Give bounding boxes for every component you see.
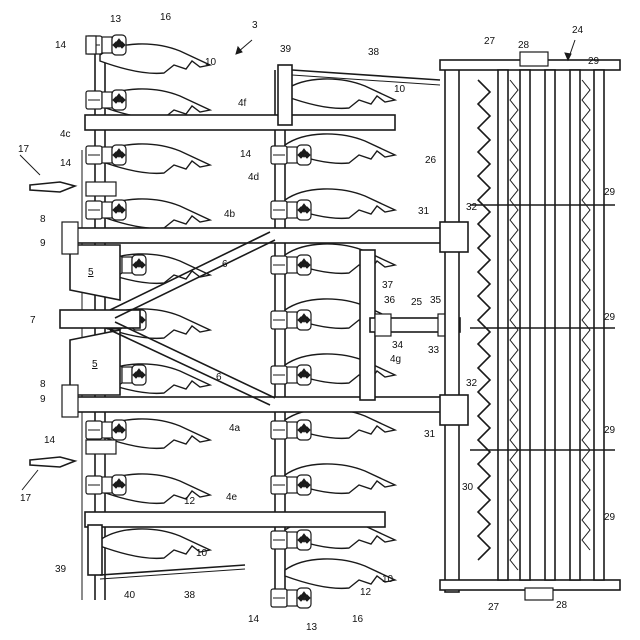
label-34: 34 [392, 340, 404, 351]
roller-arm-26 [445, 62, 459, 592]
label-14: 14 [240, 149, 252, 160]
label-10: 10 [196, 548, 208, 559]
beam-4f [85, 115, 395, 130]
post-39-bottom [88, 525, 102, 575]
label-4c: 4c [60, 129, 71, 140]
label-35: 35 [430, 295, 442, 306]
hitch-pin-17-bottom [30, 457, 75, 467]
middle-gang-hubs [271, 145, 311, 608]
label-14: 14 [60, 158, 72, 169]
post-39-top [278, 65, 292, 125]
label-31: 31 [418, 206, 430, 217]
hitch-7 [60, 310, 140, 328]
label-33: 33 [428, 345, 440, 356]
label-9: 9 [40, 238, 46, 249]
label-40: 40 [124, 590, 136, 601]
label-13: 13 [306, 622, 318, 633]
label-4a: 4a [229, 423, 241, 434]
label-5: 5 [88, 267, 94, 278]
label-14: 14 [248, 614, 260, 625]
label-25: 25 [411, 297, 423, 308]
label-30: 30 [462, 482, 474, 493]
label-24: 24 [572, 25, 584, 36]
label-31: 31 [424, 429, 436, 440]
label-17: 17 [20, 493, 32, 504]
hitch-pin-17-top [30, 182, 75, 192]
label-26: 26 [425, 155, 437, 166]
label-12: 12 [184, 496, 196, 507]
label-16: 16 [160, 12, 172, 23]
label-3: 3 [252, 20, 258, 31]
label-10: 10 [205, 57, 217, 68]
label-13: 13 [110, 14, 122, 25]
label-39: 39 [55, 564, 67, 575]
label-14: 14 [44, 435, 56, 446]
label-6: 6 [222, 259, 228, 270]
bearing-28-top [520, 52, 548, 66]
label-10: 10 [394, 84, 406, 95]
roller-ring-32 [478, 80, 490, 560]
label-17: 17 [18, 144, 30, 155]
label-27: 27 [484, 36, 496, 47]
label-4e: 4e [226, 492, 238, 503]
label-39: 39 [280, 44, 292, 55]
label-4b: 4b [224, 209, 236, 220]
bearing-28-bottom [525, 588, 553, 600]
bracket-31-top [440, 222, 468, 252]
label-29: 29 [604, 312, 616, 323]
label-16: 16 [352, 614, 364, 625]
label-38: 38 [184, 590, 196, 601]
bracket-31-bottom [440, 395, 468, 425]
roller-ring-30 [510, 80, 518, 570]
label-29: 29 [604, 187, 616, 198]
label-32: 32 [466, 202, 478, 213]
label-32: 32 [466, 378, 478, 389]
label-12: 12 [360, 587, 372, 598]
label-37: 37 [382, 280, 394, 291]
label-8: 8 [40, 214, 46, 225]
label-29: 29 [588, 56, 600, 67]
label-8: 8 [40, 379, 46, 390]
label-4f: 4f [238, 98, 247, 109]
label-4d: 4d [248, 172, 259, 183]
label-29: 29 [604, 425, 616, 436]
label-5: 5 [92, 359, 98, 370]
label-28: 28 [556, 600, 568, 611]
beam-4a [65, 397, 460, 412]
label-38: 38 [368, 47, 380, 58]
beam-4e [85, 512, 385, 527]
label-36: 36 [384, 295, 396, 306]
label-14: 14 [55, 40, 67, 51]
rod-38-top [292, 70, 440, 80]
label-10: 10 [382, 574, 394, 585]
label-28: 28 [518, 40, 530, 51]
label-9: 9 [40, 394, 46, 405]
label-6: 6 [216, 372, 222, 383]
label-29: 29 [604, 512, 616, 523]
label-4g: 4g [390, 354, 401, 365]
label-7: 7 [30, 315, 36, 326]
label-27: 27 [488, 602, 500, 613]
